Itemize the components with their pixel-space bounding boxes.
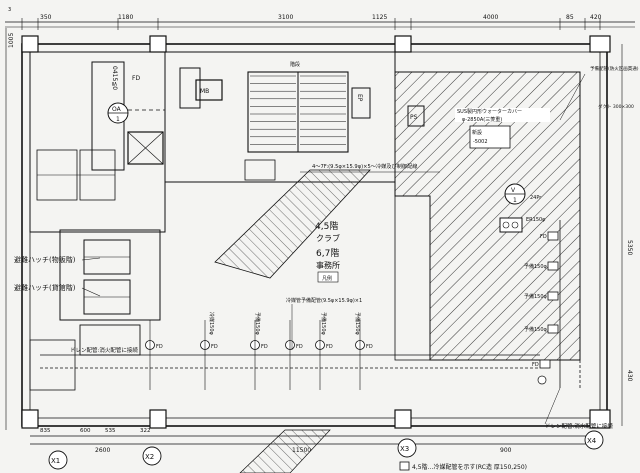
room-labels: 4,5階 クラブ 6,7階 事務所 凡例: [315, 221, 340, 283]
ep-label: EP: [356, 94, 363, 102]
duct-label: 0415≦0: [111, 66, 118, 90]
right-dimension: 5350 430: [621, 44, 633, 426]
fd-bottom: FD: [261, 344, 268, 350]
ahu-v-number: 1: [513, 197, 517, 204]
pipe-top-label: 予備配管(防火区画貫通): [590, 65, 639, 72]
hatch-labels: 避難ハッチ(物販階) 避難ハッチ(貸館階): [14, 255, 101, 297]
diagonal-stair: [214, 169, 371, 279]
left-dimension: 1005: [5, 28, 15, 430]
pipe-c-label: 予備150φ: [524, 293, 548, 300]
hatched-shaft-zone: 新設 -5002 SUS製円形ウォーターカバー φ-2850A(三菱重): [394, 71, 581, 361]
axis-x2: X2: [145, 453, 154, 461]
top-dim-7: 420: [590, 14, 602, 21]
fd-bottom: FD: [366, 344, 373, 350]
fd-bottom: FD: [211, 344, 218, 350]
ahu-oa-number: 1: [116, 116, 120, 123]
bot-dim-2: 600: [80, 428, 91, 434]
corner-mark: 3: [8, 7, 11, 13]
grid-axes: X1 X2 X3 X4: [48, 430, 604, 470]
left-core: 0415≦0: [29, 51, 166, 391]
stair-treads: [250, 75, 346, 145]
duct-label-r: ダクト 300×300: [598, 103, 634, 110]
tank-qty: -5002: [473, 139, 488, 145]
ahu-spec: 24Pr: [530, 195, 542, 201]
top-dim-1: 350: [40, 14, 52, 21]
floor-67: 6,7階: [316, 248, 339, 259]
top-dim-5: 4000: [483, 14, 498, 21]
drain-right: ドレン配管:消水配管に接続: [545, 422, 613, 430]
bot-dim-1: 835: [40, 428, 51, 434]
bot-dim-7: 900: [500, 447, 512, 454]
bot-dim-4: 322: [140, 428, 151, 434]
axis-x4: X4: [587, 437, 597, 445]
riser-text: 4～7F:(9.5φ×15.9φ)×5～冷媒及び制御配線: [312, 162, 418, 170]
pipe-d-label: 予備150φ: [524, 326, 548, 333]
hatch-office: 避難ハッチ(貸館階): [14, 283, 76, 292]
use-45: クラブ: [316, 233, 340, 243]
left-dim: 1005: [8, 33, 15, 48]
pipe-note: 冷媒管予備配管(9.5φ×15.9φ)×1: [286, 297, 362, 304]
ahu-oa-label: OA: [112, 106, 122, 113]
fd-bottom: FD: [326, 344, 333, 350]
fd-label-1: FD: [132, 75, 140, 82]
ahu-v-label: V: [511, 187, 516, 194]
axis-x3: X3: [400, 445, 409, 453]
tank-spec: φ-2850A(三菱重): [462, 116, 502, 123]
riser-v1: 冷媒150φ: [208, 312, 215, 336]
riser-vertical-labels: 冷媒150φ 予備150φ 予備150φ 予備150φ: [208, 312, 361, 336]
right-risers: FD 予備150φ 予備150φ 予備150φ FD: [524, 90, 581, 388]
fd-r1: FD: [540, 234, 547, 240]
riser-note: 4～7F:(9.5φ×15.9φ)×5～冷媒及び制御配線: [300, 162, 440, 173]
caption-text: 4,5階…冷媒配管を示す(RC造 厚150,250): [412, 463, 527, 471]
hatch-tenant: 避難ハッチ(物販階): [14, 255, 76, 264]
riser-v2: 予備150φ: [254, 312, 261, 336]
fd-r2: FD: [532, 362, 539, 368]
stair-core: MB 階段 EP PS: [164, 51, 425, 183]
use-67: 事務所: [316, 260, 340, 270]
right-dim-2: 430: [626, 370, 633, 382]
mb-label: MB: [200, 88, 209, 95]
caption: 4,5階…冷媒配管を示す(RC造 厚150,250): [399, 461, 527, 471]
axis-x1: X1: [51, 457, 60, 465]
tank-note: 新設: [472, 129, 482, 136]
riser-v3: 予備150φ: [320, 312, 327, 336]
stair-label: 階段: [290, 61, 300, 68]
right-dim-1: 5350: [626, 240, 633, 255]
riser-v4: 予備150φ: [354, 312, 361, 336]
fd-bottom: FD: [296, 344, 303, 350]
top-dim-6: 85: [566, 14, 574, 21]
ahu-oa-symbol: OA 1 FD: [107, 75, 165, 124]
bottom-stair: [239, 429, 331, 473]
fd-bottom: FD: [156, 344, 163, 350]
drain-left: ドレン配管:消火配管に接続: [70, 346, 138, 354]
top-dim-2: 1180: [118, 14, 133, 21]
legend-box: 凡例: [322, 275, 332, 282]
bot-dim-3: 535: [105, 428, 116, 434]
bot-dim-5: 2600: [95, 447, 110, 454]
top-dim-3: 3100: [278, 14, 293, 21]
ahu-v-symbol: V 1 24Pr ER150φ: [499, 183, 546, 233]
pipe-b-label: 予備150φ: [524, 263, 548, 270]
floor-45: 4,5階: [315, 221, 338, 232]
top-dim-4: 1125: [372, 14, 387, 21]
pipe-a-label: ER150φ: [526, 217, 546, 223]
tank-label: SUS製円形ウォーターカバー: [457, 108, 522, 115]
top-dimension-line: 3 350 1180 3100 1125 4000 85 420: [5, 7, 635, 30]
bottom-pipe-row: FD FD FD FD FD FD 冷媒管予備配管(9.5φ×15.9φ)×1 ドレン配管…: [40, 297, 613, 430]
duct-annotation: 予備配管(防火区画貫通) ダクト 300×300: [559, 65, 639, 121]
